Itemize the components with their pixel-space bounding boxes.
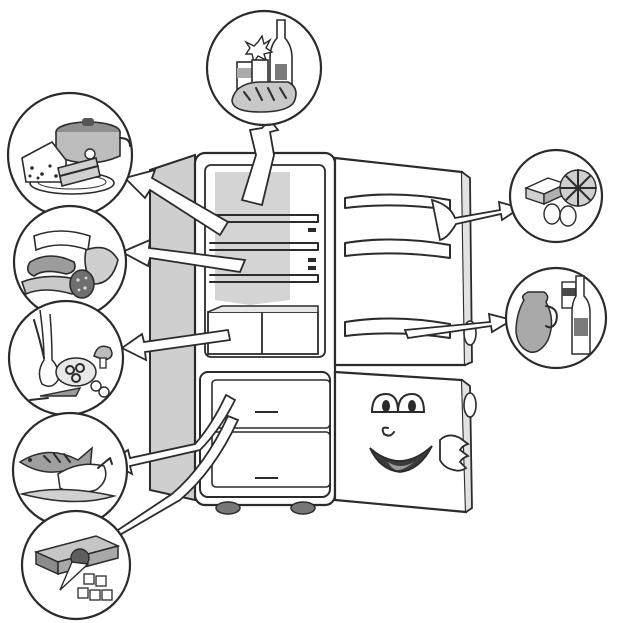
- frozen-food-icecream-icon: [20, 509, 132, 621]
- fridge-cartoon-face: [369, 392, 470, 473]
- fridge-door-upper: [333, 156, 477, 367]
- vegetables-icon: [7, 299, 125, 417]
- fridge-foot-left: [215, 501, 241, 515]
- fridge-side-panel: [149, 153, 196, 502]
- arrow-to-left1: [123, 168, 230, 237]
- jug-bottles-icon: [504, 266, 608, 370]
- cooked-dish-cheese-cake-icon: [6, 91, 134, 219]
- arrow-to-right2: [403, 312, 515, 339]
- freezer-door: [333, 370, 477, 514]
- fridge-shelves: [209, 214, 319, 283]
- arrow-to-left3: [120, 328, 232, 362]
- bread-cans-wine-icon: [205, 9, 323, 127]
- butter-pizza-eggs-icon: [508, 148, 604, 244]
- freezer-drawer-top: [211, 379, 331, 429]
- fridge-foot-right: [290, 501, 316, 515]
- fish-poultry-icon: [11, 411, 129, 529]
- sausage-meat-icon: [12, 204, 128, 320]
- arrow-to-left2: [119, 238, 247, 273]
- arrow-to-right1: [430, 198, 523, 242]
